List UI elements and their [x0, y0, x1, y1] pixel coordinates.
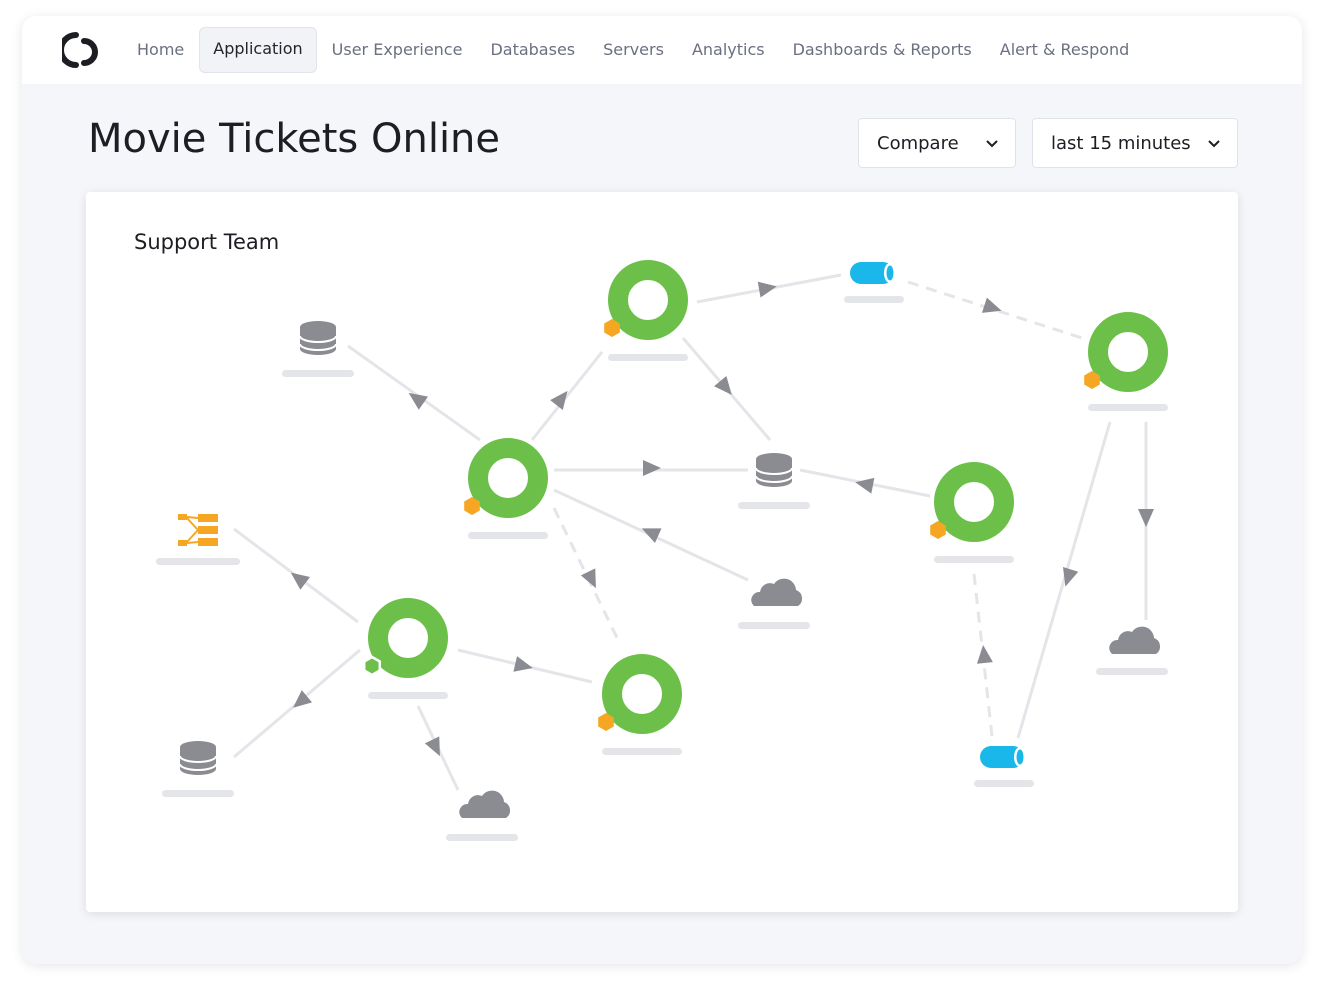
compare-dropdown-label: Compare [877, 132, 959, 154]
nav-application[interactable]: Application [199, 27, 317, 73]
nav-servers[interactable]: Servers [603, 40, 664, 59]
warning-hexagon-icon [1084, 371, 1100, 389]
service-node-center[interactable] [464, 438, 548, 518]
warning-hexagon-icon [464, 497, 480, 515]
warning-hexagon-icon [598, 713, 614, 731]
top-navigation-bar: Home Application User Experience Databas… [22, 16, 1302, 84]
healthy-hexagon-icon [362, 655, 382, 677]
nav-databases[interactable]: Databases [490, 40, 576, 59]
node-label-placeholders [156, 296, 1168, 841]
service-node-left[interactable] [362, 598, 448, 678]
warning-hexagon-icon [930, 521, 946, 539]
queue-icon[interactable] [980, 746, 1026, 768]
workflow-icon[interactable] [178, 514, 218, 546]
warning-hexagon-icon [604, 319, 620, 337]
timeframe-dropdown[interactable]: last 15 minutes [1032, 118, 1238, 168]
queue-icon[interactable] [850, 262, 896, 284]
chevron-down-icon [986, 140, 998, 148]
database-icon[interactable] [755, 452, 793, 488]
card-title: Support Team [134, 230, 280, 254]
service-node-bottom[interactable] [598, 654, 682, 734]
compare-dropdown[interactable]: Compare [858, 118, 1016, 168]
edge-arrows [290, 281, 1154, 757]
nav-alert-respond[interactable]: Alert & Respond [999, 40, 1130, 59]
database-icon[interactable] [179, 740, 217, 776]
nav-home[interactable]: Home [137, 40, 185, 59]
cloud-icon[interactable] [751, 578, 803, 606]
service-map [156, 260, 1168, 841]
cloud-icon[interactable] [459, 790, 511, 818]
service-node-far-right[interactable] [1084, 312, 1168, 392]
service-map-card: Support Team [86, 192, 1238, 912]
timeframe-dropdown-label: last 15 minutes [1051, 132, 1191, 154]
service-node-top[interactable] [604, 260, 688, 340]
service-node-right[interactable] [930, 462, 1014, 542]
nav-dashboards-reports[interactable]: Dashboards & Reports [792, 40, 972, 59]
main-nav: Home Application User Experience Databas… [124, 27, 1144, 73]
edges [233, 273, 1148, 791]
cloud-icon[interactable] [1109, 626, 1161, 654]
nav-user-experience[interactable]: User Experience [331, 40, 463, 59]
page-title: Movie Tickets Online [88, 116, 501, 162]
chevron-down-icon [1208, 140, 1220, 148]
logo-icon[interactable] [62, 32, 98, 68]
app-window: Home Application User Experience Databas… [22, 16, 1302, 964]
database-icon[interactable] [299, 320, 337, 356]
nav-analytics[interactable]: Analytics [691, 40, 765, 59]
